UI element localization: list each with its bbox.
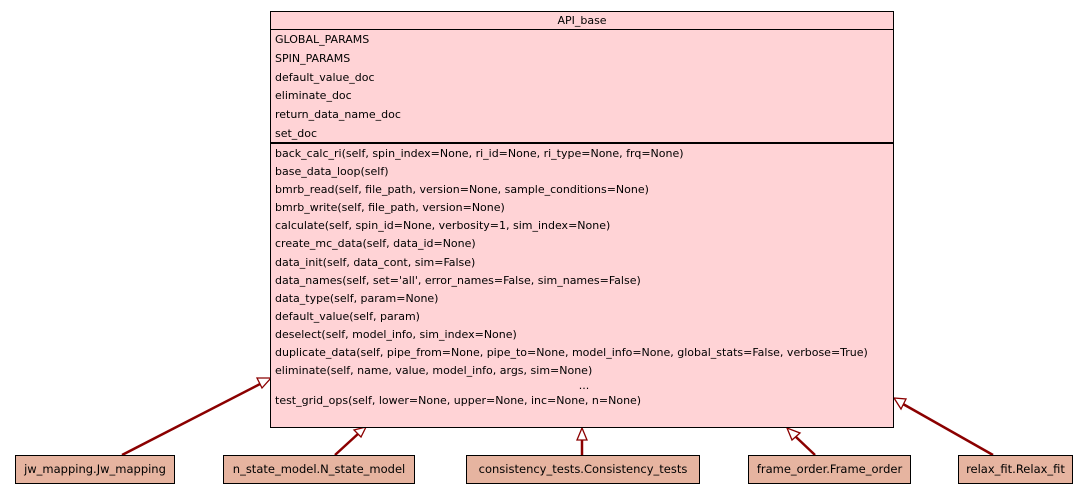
methods-ellipsis: ... [578,379,590,393]
subclass-jw-mapping[interactable]: jw_mapping.Jw_mapping [15,455,175,484]
subclass-n-state-model[interactable]: n_state_model.N_state_model [223,455,415,484]
attribute-item: SPIN_PARAMS [275,51,351,65]
method-item: bmrb_write(self, file_path, version=None… [275,201,505,215]
method-item: test_grid_ops(self, lower=None, upper=No… [275,394,642,408]
method-item: base_data_loop(self) [275,165,389,179]
arrowhead-frame-order [785,426,802,442]
attribute-item: set_doc [275,126,318,140]
attribute-item: default_value_doc [275,70,375,84]
method-item: data_type(self, param=None) [275,291,439,305]
method-item: eliminate(self, name, value, model_info,… [275,364,593,378]
subclass-relax-fit[interactable]: relax_fit.Relax_fit [958,455,1073,484]
attributes-section: GLOBAL_PARAMS SPIN_PARAMS default_value_… [271,30,893,144]
subclass-frame-order[interactable]: frame_order.Frame_order [748,455,911,484]
method-item: create_mc_data(self, data_id=None) [275,237,476,251]
method-item: bmrb_read(self, file_path, version=None,… [275,183,649,197]
method-item: duplicate_data(self, pipe_from=None, pip… [275,346,868,360]
attribute-item: eliminate_doc [275,89,352,103]
arrow-jw-mapping [121,381,263,457]
arrow-n-state-model [334,432,360,456]
method-item: calculate(self, spin_id=None, verbosity=… [275,219,611,233]
arrow-frame-order [795,436,816,456]
method-item: default_value(self, param) [275,309,420,323]
arrowhead-n-state-model [352,426,368,439]
base-class-title: API_base [271,12,893,30]
method-item: deselect(self, model_info, sim_index=Non… [275,327,517,341]
attribute-item: GLOBAL_PARAMS [275,33,370,46]
base-class-box: API_base GLOBAL_PARAMS SPIN_PARAMS defau… [270,11,894,428]
arrowhead-consistency-tests [576,426,588,441]
method-item: back_calc_ri(self, spin_index=None, ri_i… [275,147,684,160]
method-item: data_names(self, set='all', error_names=… [275,273,641,287]
arrow-relax-fit [902,402,994,457]
methods-section: back_calc_ri(self, spin_index=None, ri_i… [271,144,893,410]
arrowhead-relax-fit [892,397,908,411]
method-item: data_init(self, data_cont, sim=False) [275,255,476,269]
arrowhead-jw-mapping [255,377,273,390]
attribute-item: return_data_name_doc [275,108,401,122]
subclass-consistency-tests[interactable]: consistency_tests.Consistency_tests [466,455,700,484]
